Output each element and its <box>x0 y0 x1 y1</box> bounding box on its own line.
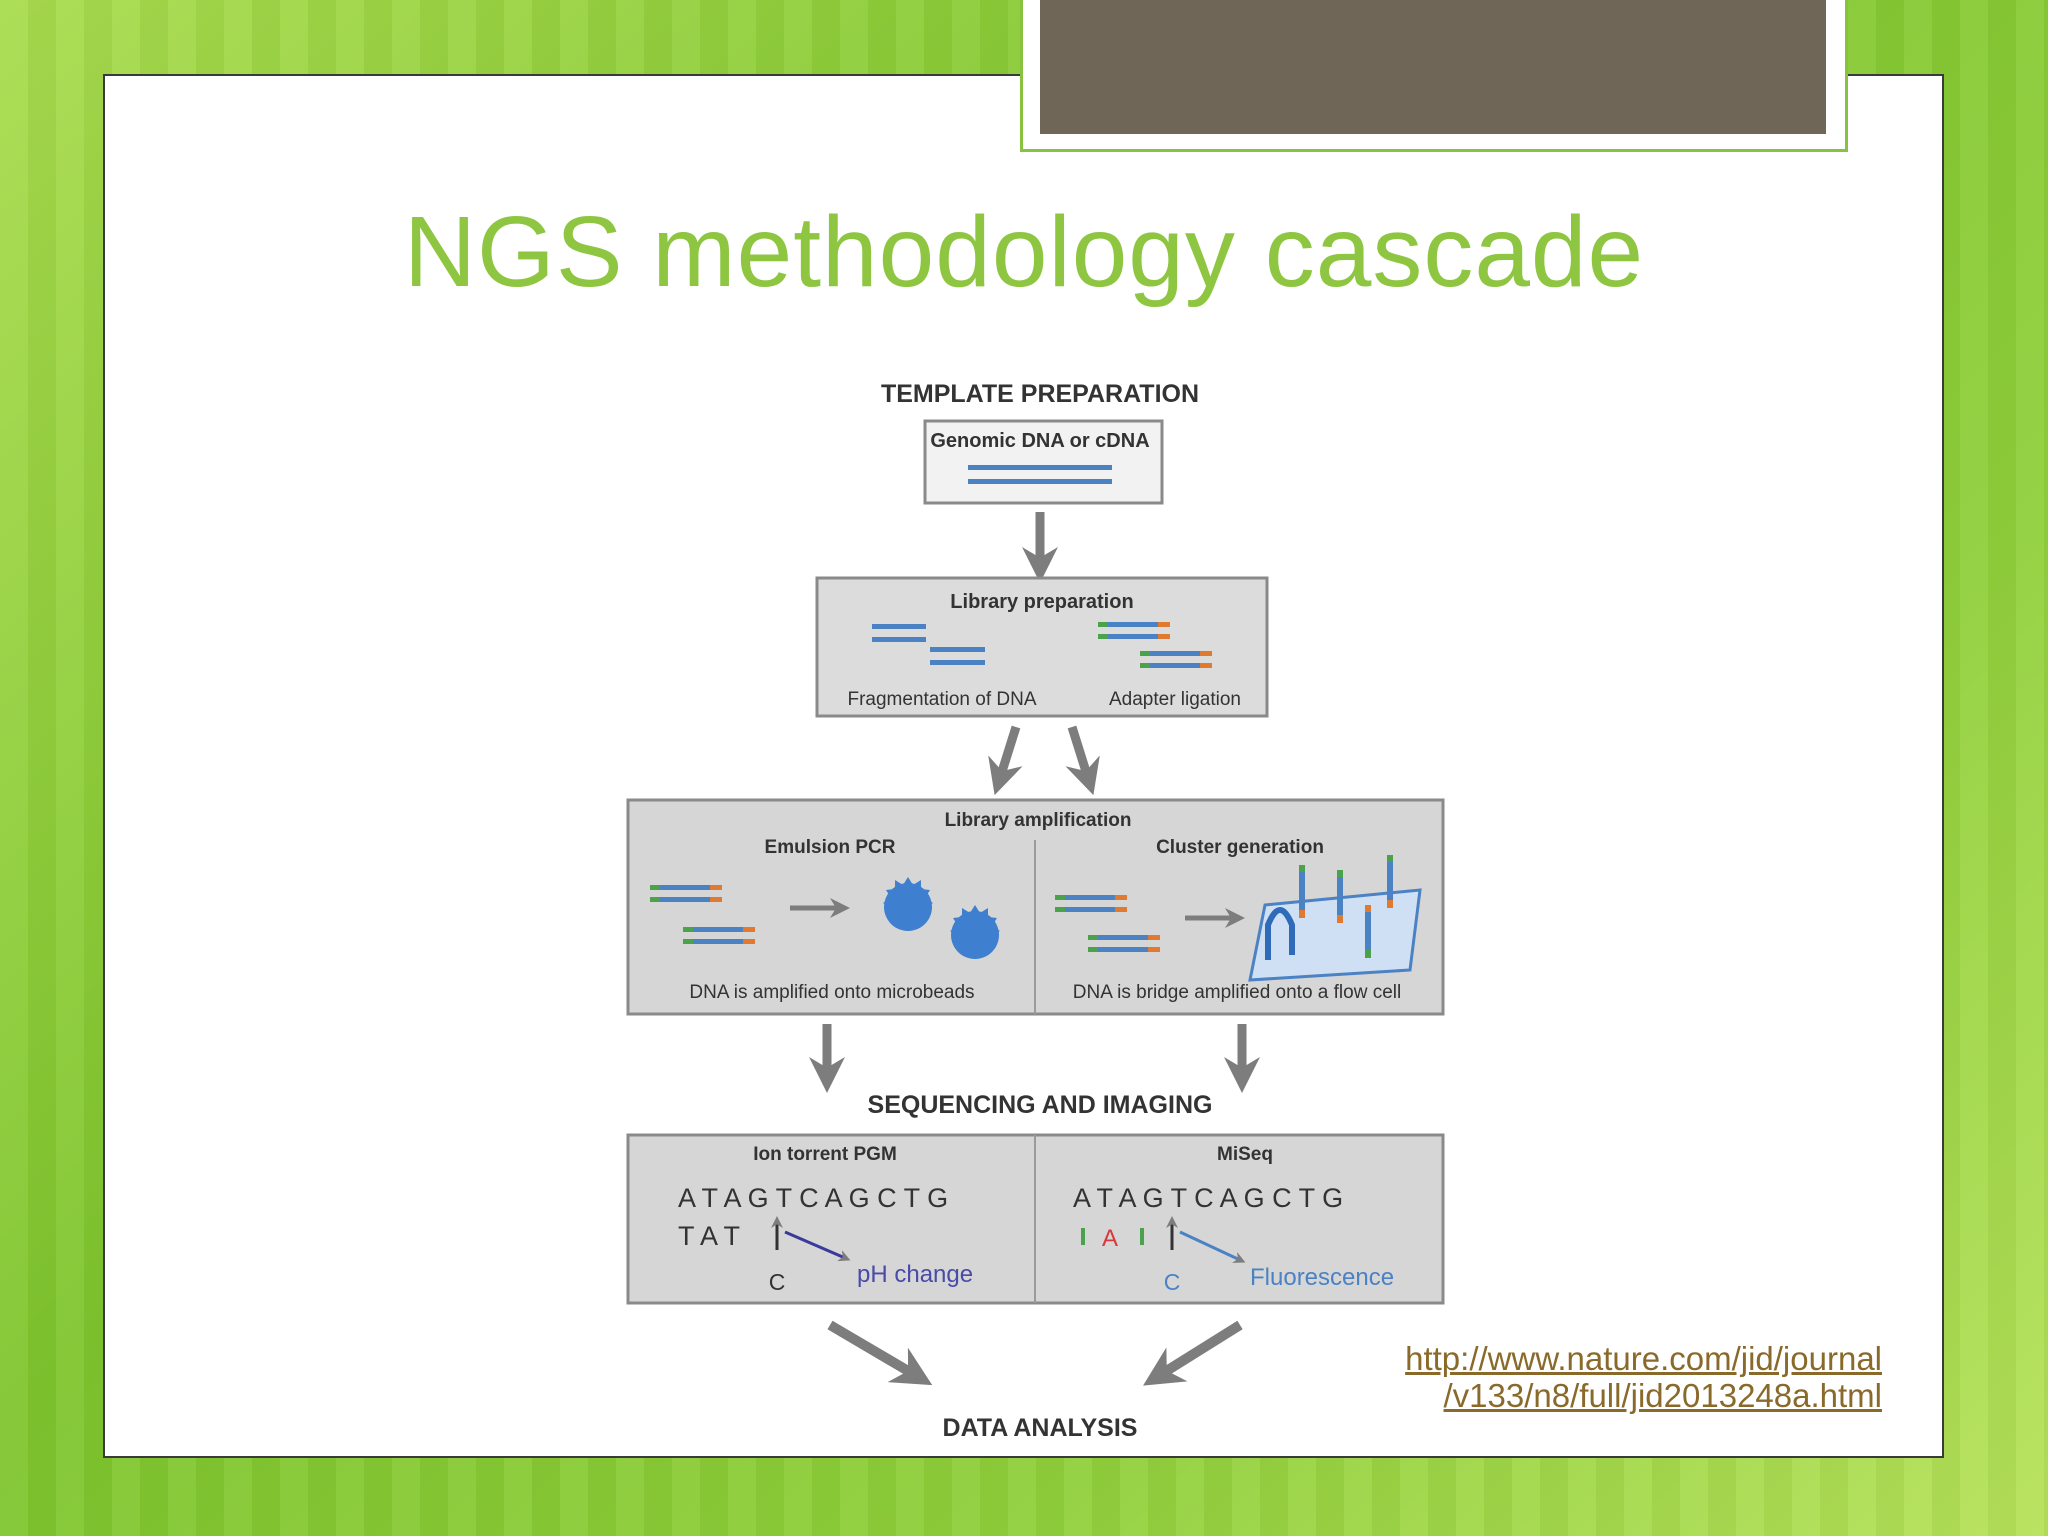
data-analysis-heading: DATA ANALYSIS <box>943 1414 1138 1442</box>
miseq-base-c: C <box>1164 1269 1181 1295</box>
template-preparation-heading: TEMPLATE PREPARATION <box>881 380 1199 408</box>
ph-change-label: pH change <box>857 1261 973 1288</box>
header-tab-block <box>1040 0 1826 134</box>
ion-torrent-label: Ion torrent PGM <box>753 1144 897 1165</box>
fragment-dna-icon <box>872 624 985 665</box>
arrow-miseq-to-analysis <box>1143 1320 1243 1386</box>
microbeads-caption: DNA is amplified onto microbeads <box>689 982 974 1003</box>
dna-strand-top <box>968 465 1112 470</box>
arrow-ion-to-analysis <box>827 1320 933 1386</box>
ph-change-arrow <box>784 1230 851 1262</box>
fluorescence-arrow <box>1179 1230 1246 1263</box>
miseq-colored-bases: A <box>1081 1225 1144 1252</box>
genomic-dna-box <box>923 419 1164 505</box>
dna-strand-bottom <box>968 479 1112 484</box>
library-amplification-label: Library amplification <box>945 810 1132 831</box>
source-link-line-1[interactable]: http://www.nature.com/jid/journal <box>1405 1340 1882 1377</box>
library-preparation-label: Library preparation <box>950 591 1133 613</box>
ion-torrent-sequence: A T A G T C A G C T G <box>678 1183 948 1213</box>
flow-cell-caption: DNA is bridge amplified onto a flow cell <box>1073 982 1401 1003</box>
slide-title: NGS methodology cascade <box>403 196 1645 308</box>
fragmentation-label: Fragmentation of DNA <box>847 689 1036 710</box>
svg-text:A: A <box>1102 1225 1118 1252</box>
flow-cell-icon <box>1248 855 1422 982</box>
source-link-line-2[interactable]: /v133/n8/full/jid2013248a.html <box>1443 1377 1882 1414</box>
miseq-label: MiSeq <box>1217 1144 1273 1165</box>
ion-torrent-partial-sequence: T A T <box>678 1221 740 1251</box>
miseq-sequence: A T A G T C A G C T G <box>1073 1183 1343 1213</box>
sequencing-imaging-heading: SEQUENCING AND IMAGING <box>868 1091 1213 1119</box>
arrow-to-cluster <box>1065 725 1100 796</box>
cluster-dna-icon <box>1055 895 1160 952</box>
genomic-dna-label: Genomic DNA or cDNA <box>930 430 1149 452</box>
emulsion-dna-icon <box>650 885 755 944</box>
arrow-to-emulsion <box>988 725 1023 796</box>
microbead-icon <box>883 877 1000 959</box>
cluster-generation-label: Cluster generation <box>1156 837 1324 858</box>
library-preparation-box <box>815 576 1269 718</box>
adapter-dna-icon <box>1098 622 1212 668</box>
emulsion-pcr-label: Emulsion PCR <box>765 837 896 858</box>
ion-torrent-base-c: C <box>769 1269 786 1295</box>
fluorescence-label: Fluorescence <box>1250 1264 1394 1291</box>
source-link[interactable]: http://www.nature.com/jid/journal /v133/… <box>1405 1340 1882 1414</box>
adapter-ligation-label: Adapter ligation <box>1109 689 1241 710</box>
